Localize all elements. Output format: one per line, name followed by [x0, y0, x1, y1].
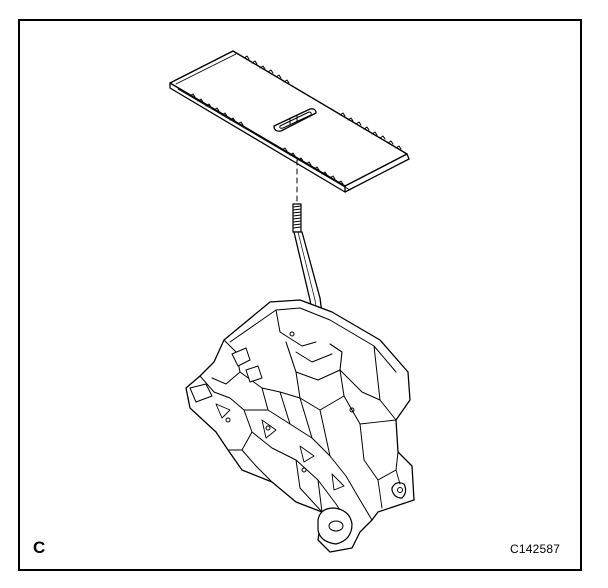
- plate-slot-icon: [273, 108, 317, 132]
- shift-lever-cover-plate-icon: [169, 50, 410, 193]
- figure-corner-letter: C: [33, 538, 46, 557]
- shift-lever-assembly-icon: [185, 299, 415, 553]
- figure-code: C142587: [510, 542, 561, 556]
- plate-teeth: [189, 93, 344, 185]
